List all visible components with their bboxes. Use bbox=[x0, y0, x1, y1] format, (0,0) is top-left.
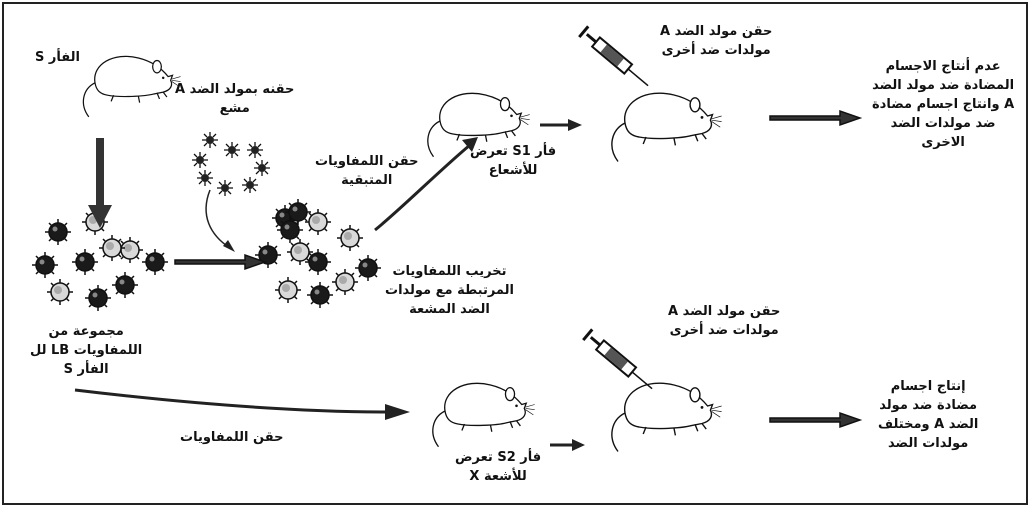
mouse-top-injected-icon bbox=[612, 93, 722, 161]
irradiated-antigens bbox=[192, 132, 270, 196]
inject-lymphocytes-label: حقن اللمفاويات bbox=[180, 428, 283, 447]
lymphocyte-group-mixed bbox=[255, 199, 381, 308]
mouse-s2-icon bbox=[433, 383, 535, 446]
mouse-bottom-injected-icon bbox=[612, 383, 722, 451]
mouse-s-label: الفأر S bbox=[35, 48, 80, 67]
syringe-top-icon bbox=[579, 26, 652, 91]
mouse-s-icon bbox=[83, 56, 180, 117]
